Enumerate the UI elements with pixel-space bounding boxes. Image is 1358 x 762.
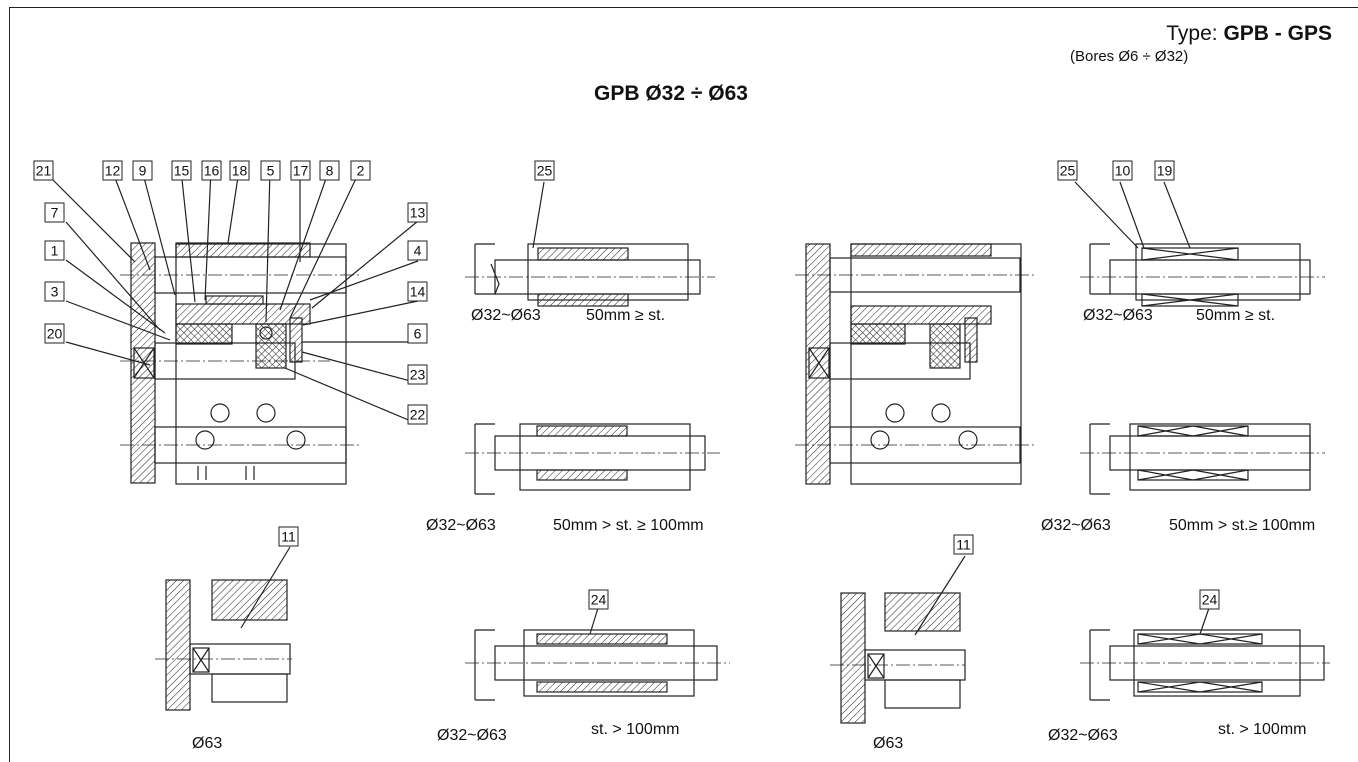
caption-c5-right: 50mm > st.≥ 100mm: [1169, 517, 1315, 534]
caption-detail-left: Ø63: [192, 735, 222, 752]
drawing-title: GPB Ø32 ÷ Ø63: [594, 82, 748, 105]
part-label-box: [407, 240, 428, 261]
part-label-box: [44, 281, 65, 302]
caption-c1-left: Ø32~Ø63: [471, 307, 541, 324]
part-label-box: [229, 160, 250, 181]
main-section-view: [42, 169, 419, 485]
part-label-box: [407, 281, 428, 302]
piston-seal-left: [175, 323, 233, 345]
guide-bushing-upper: [175, 242, 311, 258]
part-label-box: [44, 240, 65, 261]
caption-c6-right: st. > 100mm: [1218, 721, 1306, 738]
part-label-number: 18: [232, 163, 248, 179]
part-label-variant-number: 25: [537, 163, 553, 179]
caption-c1-right: 50mm ≥ st.: [586, 307, 665, 324]
part-label-number: 16: [204, 163, 220, 179]
part-label-variant-box: [588, 589, 609, 610]
part-label-box: [44, 323, 65, 344]
part-label-number: 3: [51, 284, 59, 300]
variant-a2: [465, 423, 720, 495]
part-label-variant-number: 11: [281, 529, 296, 545]
part-label-box: [407, 364, 428, 385]
part-label-box: [171, 160, 192, 181]
part-label-number: 4: [414, 243, 422, 259]
part-label-variant-box: [1112, 160, 1133, 181]
part-label-number: 14: [410, 284, 426, 300]
guide-rod-upper: [154, 256, 347, 294]
guide-rod-lower: [154, 426, 347, 464]
part-label-number: 13: [410, 205, 426, 221]
frame-left: [9, 7, 10, 762]
part-label-box: [290, 160, 311, 181]
end-cap: [289, 317, 303, 363]
bores-range: (Bores Ø6 ÷ Ø32): [1070, 48, 1189, 65]
part-label-box: [407, 404, 428, 425]
part-label-variant-box: [1199, 589, 1220, 610]
caption-c3-left: Ø32~Ø63: [437, 727, 507, 744]
type-value: GPB - GPS: [1223, 22, 1332, 45]
part-label-number: 20: [47, 326, 63, 342]
part-label-variant-box: [953, 534, 974, 555]
caption-c6-left: Ø32~Ø63: [1048, 727, 1118, 744]
part-label-variant-number: 10: [1115, 163, 1131, 179]
caption-c4-left: Ø32~Ø63: [1083, 307, 1153, 324]
part-label-variant-number: 25: [1060, 163, 1076, 179]
part-label-box: [33, 160, 54, 181]
variant-a3: [465, 607, 730, 701]
part-label-number: 2: [357, 163, 365, 179]
caption-c2-left: Ø32~Ø63: [426, 517, 496, 534]
part-label-number: 22: [410, 407, 426, 423]
caption-c4-right: 50mm ≥ st.: [1196, 307, 1275, 324]
second-section-view: [795, 243, 1035, 485]
bearing-sleeve: [205, 295, 264, 305]
part-label-variant-number: 24: [591, 592, 607, 608]
part-label-box: [407, 202, 428, 223]
part-label-box: [132, 160, 153, 181]
part-label-box: [407, 323, 428, 344]
part-label-box: [260, 160, 281, 181]
variant-b2: [1080, 423, 1325, 495]
part-label-variant-box: [278, 526, 299, 547]
part-label-box: [350, 160, 371, 181]
part-label-number: 1: [51, 243, 59, 259]
part-label-number: 8: [326, 163, 334, 179]
piston-housing: [175, 303, 311, 325]
part-label-number: 21: [36, 163, 52, 179]
caption-c3-right: st. > 100mm: [591, 721, 679, 738]
detail-right: [830, 555, 966, 724]
part-label-variant-number: 11: [956, 537, 971, 553]
part-label-box: [319, 160, 340, 181]
part-label-variant-box: [1154, 160, 1175, 181]
part-label-number: 12: [105, 163, 121, 179]
part-label-number: 7: [51, 205, 59, 221]
part-label-box: [201, 160, 222, 181]
part-label-number: 9: [139, 163, 147, 179]
type-heading: Type: GPB - GPS: [1166, 22, 1332, 46]
type-prefix: Type:: [1166, 22, 1218, 45]
variant-b1: [1074, 181, 1325, 307]
variant-b3: [1080, 607, 1330, 701]
caption-detail-right: Ø63: [873, 735, 903, 752]
part-label-number: 5: [267, 163, 275, 179]
part-label-box: [44, 202, 65, 223]
part-label-variant-box: [534, 160, 555, 181]
frame-top: [9, 7, 1358, 8]
fixing-screw: [133, 347, 155, 379]
part-label-box: [102, 160, 123, 181]
part-label-variant-number: 19: [1157, 163, 1173, 179]
part-label-variant-box: [1057, 160, 1078, 181]
part-label-number: 17: [293, 163, 309, 179]
part-label-number: 6: [414, 326, 422, 342]
part-label-number: 15: [174, 163, 190, 179]
caption-c5-left: Ø32~Ø63: [1041, 517, 1111, 534]
part-label-variant-number: 24: [1202, 592, 1218, 608]
variant-a1: [465, 181, 715, 307]
caption-c2-right: 50mm > st. ≥ 100mm: [553, 517, 704, 534]
part-label-number: 23: [410, 367, 426, 383]
detail-left: [155, 546, 292, 711]
